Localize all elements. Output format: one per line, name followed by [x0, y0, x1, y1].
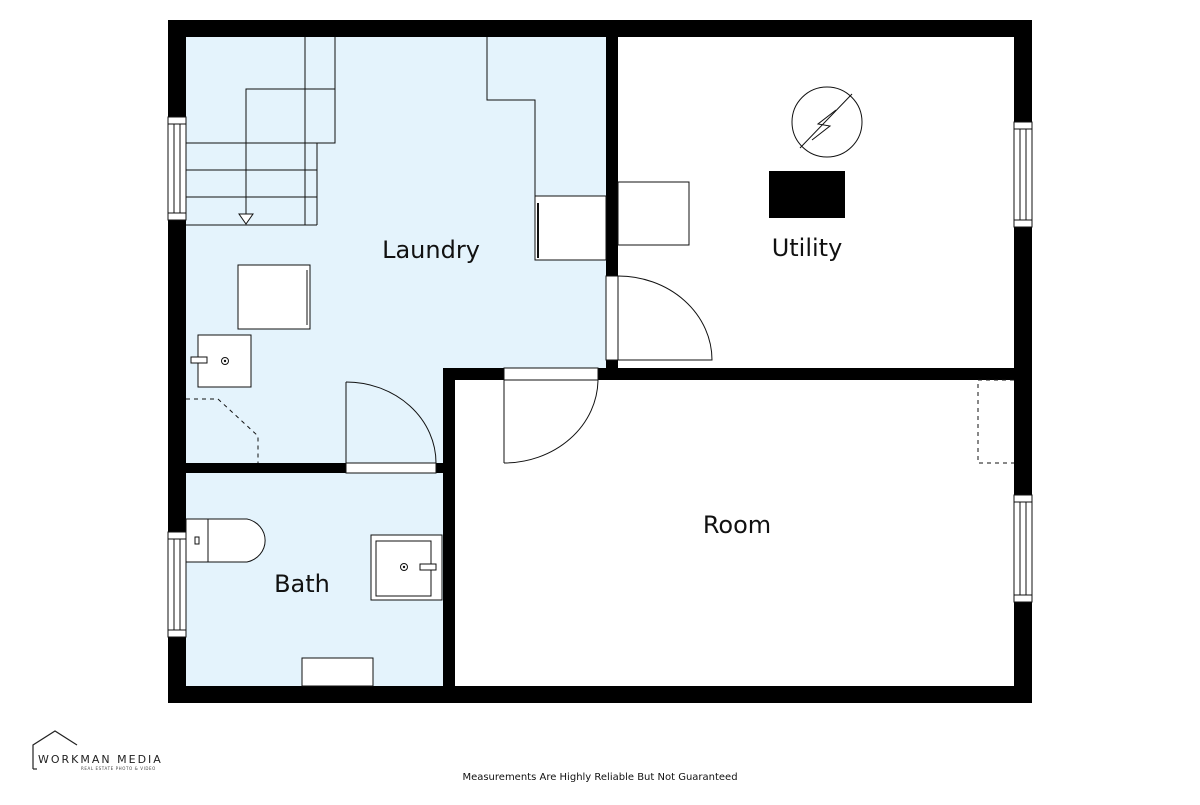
wall-laundry-bath [186, 463, 455, 473]
room-label-utility: Utility [772, 234, 843, 262]
toilet-icon [207, 518, 266, 563]
door-bath [345, 381, 437, 474]
sink-faucet-icon [190, 356, 208, 364]
disclaimer-text: Measurements Are Highly Reliable But Not… [462, 772, 737, 783]
window-room-east [1013, 494, 1033, 603]
outer-wall-bottom [168, 686, 1032, 703]
wall-bath-room [443, 368, 455, 686]
laundry-cabinet [534, 195, 607, 261]
window-utility-east [1013, 121, 1033, 228]
house-logo-icon [32, 730, 78, 769]
laundry-fixtures [186, 37, 607, 463]
washer [237, 264, 311, 330]
room-label-room: Room [703, 511, 771, 539]
windows [167, 116, 1033, 638]
doors [345, 275, 713, 474]
room-floor [455, 380, 1014, 686]
brand-logo: WORKMAN MEDIA REAL ESTATE PHOTO & VIDEO [32, 730, 163, 771]
window-laundry-west [167, 116, 187, 221]
staircase [186, 37, 336, 226]
utility-fixtures [617, 86, 863, 246]
outer-wall-top [168, 20, 1032, 37]
room-label-bath: Bath [274, 570, 330, 598]
bath-fixtures [185, 518, 443, 687]
bath-faucet-icon [419, 563, 437, 571]
utility-box [617, 181, 690, 246]
door-room [503, 367, 599, 464]
door-utility [605, 275, 713, 361]
room-closet-dashed [977, 379, 1014, 464]
stair-arrow-icon [238, 213, 254, 225]
window-bath-west [167, 531, 187, 638]
brand-name: WORKMAN MEDIA [38, 753, 163, 766]
water-heater-icon [791, 86, 863, 158]
electrical-panel [769, 171, 845, 218]
bath-tub-edge [301, 657, 374, 687]
counter-outline [486, 37, 536, 196]
closet-dashed [186, 398, 259, 463]
brand-tagline: REAL ESTATE PHOTO & VIDEO [81, 766, 156, 771]
room-label-laundry: Laundry [382, 236, 480, 264]
